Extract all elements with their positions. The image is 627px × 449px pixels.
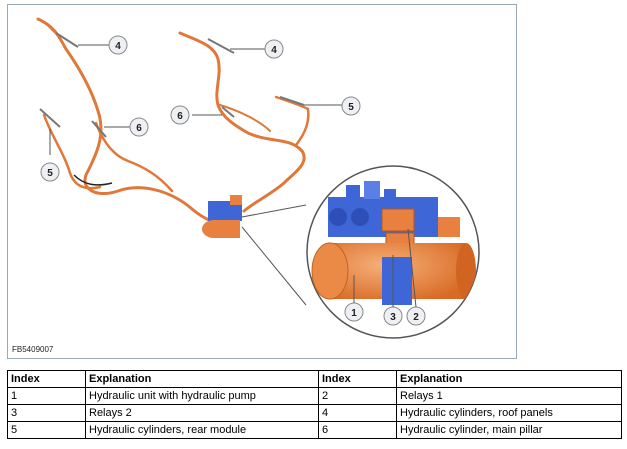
svg-text:5: 5 xyxy=(47,168,53,179)
callout-4a: 4 xyxy=(108,35,128,55)
index-cell: 5 xyxy=(7,421,86,439)
index-cell: 4 xyxy=(318,404,397,422)
header-index: Index xyxy=(7,370,86,388)
table-row: 3 Relays 2 4 Hydraulic cylinders, roof p… xyxy=(7,404,622,422)
explanation-cell: Hydraulic cylinder, main pillar xyxy=(396,421,622,439)
header-index: Index xyxy=(318,370,397,388)
callout-5a: 5 xyxy=(341,96,361,116)
hydraulic-unit-small xyxy=(202,195,242,238)
table-row: 5 Hydraulic cylinders, rear module 6 Hyd… xyxy=(7,421,622,439)
svg-text:4: 4 xyxy=(115,41,121,52)
index-cell: 2 xyxy=(318,387,397,405)
explanation-cell: Hydraulic cylinders, roof panels xyxy=(396,404,622,422)
header-explanation: Explanation xyxy=(396,370,622,388)
callout-5b: 5 xyxy=(40,162,60,182)
svg-text:1: 1 xyxy=(351,308,357,319)
index-cell: 6 xyxy=(318,421,397,439)
table-row: 1 Hydraulic unit with hydraulic pump 2 R… xyxy=(7,387,622,405)
svg-text:6: 6 xyxy=(136,123,142,134)
index-cell: 3 xyxy=(7,404,86,422)
legend-header-row: Index Explanation Index Explanation xyxy=(7,370,622,388)
header-explanation: Explanation xyxy=(85,370,319,388)
legend-table: Index Explanation Index Explanation 1 Hy… xyxy=(7,370,622,439)
svg-text:3: 3 xyxy=(390,312,396,323)
svg-text:5: 5 xyxy=(348,102,354,113)
callout-4b: 4 xyxy=(264,39,284,59)
callout-1: 1 xyxy=(344,302,364,322)
diagram-figure: 4 4 5 6 6 5 1 3 2 FB5409007 xyxy=(7,4,517,359)
callout-3: 3 xyxy=(383,306,403,326)
svg-text:6: 6 xyxy=(177,111,183,122)
explanation-cell: Relays 2 xyxy=(85,404,319,422)
svg-text:2: 2 xyxy=(413,312,419,323)
callout-2: 2 xyxy=(406,306,426,326)
harness-diagram: 4 4 5 6 6 5 1 3 2 xyxy=(36,17,480,339)
actuators xyxy=(39,32,305,138)
figure-code: FB5409007 xyxy=(12,345,54,354)
explanation-cell: Hydraulic unit with hydraulic pump xyxy=(85,387,319,405)
callouts: 4 4 5 6 6 5 1 3 2 xyxy=(40,35,426,326)
index-cell: 1 xyxy=(7,387,86,405)
zoom-detail xyxy=(306,165,480,339)
svg-text:4: 4 xyxy=(271,45,277,56)
callout-6a: 6 xyxy=(170,105,190,125)
callout-6b: 6 xyxy=(129,117,149,137)
explanation-cell: Relays 1 xyxy=(396,387,622,405)
wiring-harness xyxy=(36,17,310,225)
explanation-cell: Hydraulic cylinders, rear module xyxy=(85,421,319,439)
